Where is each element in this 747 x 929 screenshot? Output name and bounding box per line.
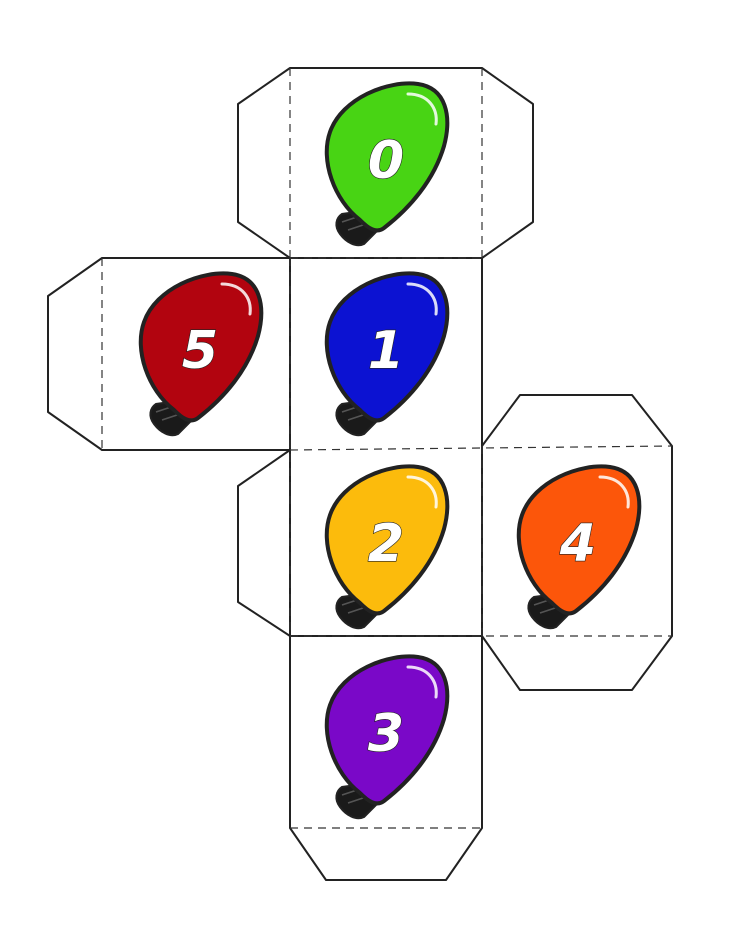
light-bulb-icon <box>324 81 450 233</box>
bulb-highlight <box>406 92 438 126</box>
face-number-right: 4 <box>559 514 596 574</box>
face-number-lower: 2 <box>368 514 404 574</box>
bulb-layer: 0 1 5 2 4 3 <box>138 81 642 820</box>
bulb-highlight <box>220 282 252 316</box>
bulb-highlight <box>406 282 438 316</box>
light-bulb-icon <box>138 271 264 423</box>
bulb-face-lower: 2 <box>324 464 450 630</box>
face-number-top: 0 <box>368 131 404 191</box>
light-bulb-icon <box>516 464 642 616</box>
bulb-highlight <box>598 475 630 509</box>
bulb-face-right: 4 <box>516 464 642 630</box>
bulb-highlight <box>406 665 438 699</box>
bulb-highlight <box>406 475 438 509</box>
bulb-face-center: 1 <box>324 271 450 437</box>
light-bulb-icon <box>324 464 450 616</box>
light-bulb-icon <box>324 654 450 806</box>
face-number-bottom: 3 <box>368 704 404 764</box>
bulb-face-top: 0 <box>324 81 450 247</box>
light-bulb-icon <box>324 271 450 423</box>
fold-lines <box>101 68 673 829</box>
face-number-center: 1 <box>368 321 404 381</box>
bulb-face-bottom: 3 <box>324 654 450 820</box>
face-number-left: 5 <box>182 321 218 381</box>
bulb-face-left: 5 <box>138 271 264 437</box>
